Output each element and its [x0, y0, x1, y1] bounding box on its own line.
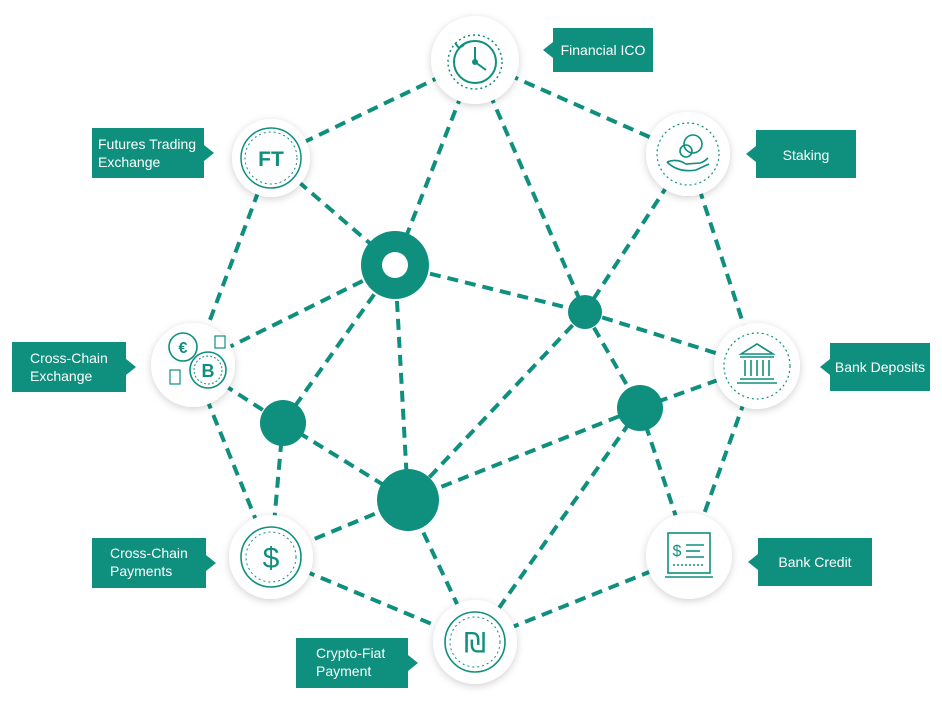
svg-text:Cross-Chain: Cross-Chain	[30, 350, 108, 366]
svg-text:Exchange: Exchange	[98, 154, 160, 170]
label-staking: Staking	[746, 130, 856, 178]
bank-building-icon	[723, 332, 791, 400]
staking-node	[646, 112, 730, 196]
label-cross-chain-exchange: Cross-Chain Exchange	[12, 342, 136, 392]
cross-chain-exchange-node: € B	[151, 323, 235, 407]
right-hub	[617, 385, 663, 431]
bank-credit-node: $	[646, 513, 732, 599]
svg-text:Futures Trading: Futures Trading	[98, 136, 196, 152]
clock-icon	[447, 34, 503, 90]
label-bank-deposits: Bank Deposits	[820, 343, 930, 391]
label-futures-trading: Futures Trading Exchange	[92, 128, 214, 178]
svg-text:Payment: Payment	[316, 663, 371, 679]
svg-text:$: $	[673, 543, 682, 560]
svg-text:Bank Credit: Bank Credit	[778, 554, 851, 570]
svg-text:Exchange: Exchange	[30, 368, 92, 384]
futures-trading-node: FT	[232, 119, 310, 197]
svg-text:Financial ICO: Financial ICO	[561, 42, 646, 58]
svg-text:B: B	[202, 361, 215, 381]
svg-text:Crypto-Fiat: Crypto-Fiat	[316, 645, 385, 661]
ft-monogram-icon: FT	[258, 148, 284, 171]
financial-ico-node	[431, 16, 519, 104]
receipt-icon	[665, 532, 713, 578]
left-hub	[260, 400, 306, 446]
svg-text:€: €	[179, 340, 188, 357]
svg-text:Bank Deposits: Bank Deposits	[835, 359, 925, 375]
small-hub	[568, 295, 602, 329]
label-cross-chain-payments: Cross-Chain Payments	[92, 538, 216, 588]
label-crypto-fiat: Crypto-Fiat Payment	[296, 638, 418, 688]
dollar-coin-icon: $	[263, 542, 280, 575]
shekel-coin-icon: ₪	[464, 626, 486, 659]
svg-text:Payments: Payments	[110, 563, 172, 579]
euro-bitcoin-coins-icon: € B	[168, 332, 227, 389]
cross-chain-payments-node: $	[229, 515, 313, 599]
bank-deposits-node	[714, 323, 800, 409]
svg-text:Cross-Chain: Cross-Chain	[110, 545, 188, 561]
label-financial-ico: Financial ICO	[543, 28, 653, 72]
label-bank-credit: Bank Credit	[748, 538, 872, 586]
crypto-fiat-node: ₪	[433, 600, 517, 684]
center-hub	[377, 469, 439, 531]
coins-in-hand-icon	[656, 122, 720, 186]
ring-hub	[361, 231, 429, 299]
svg-text:Staking: Staking	[783, 147, 830, 163]
